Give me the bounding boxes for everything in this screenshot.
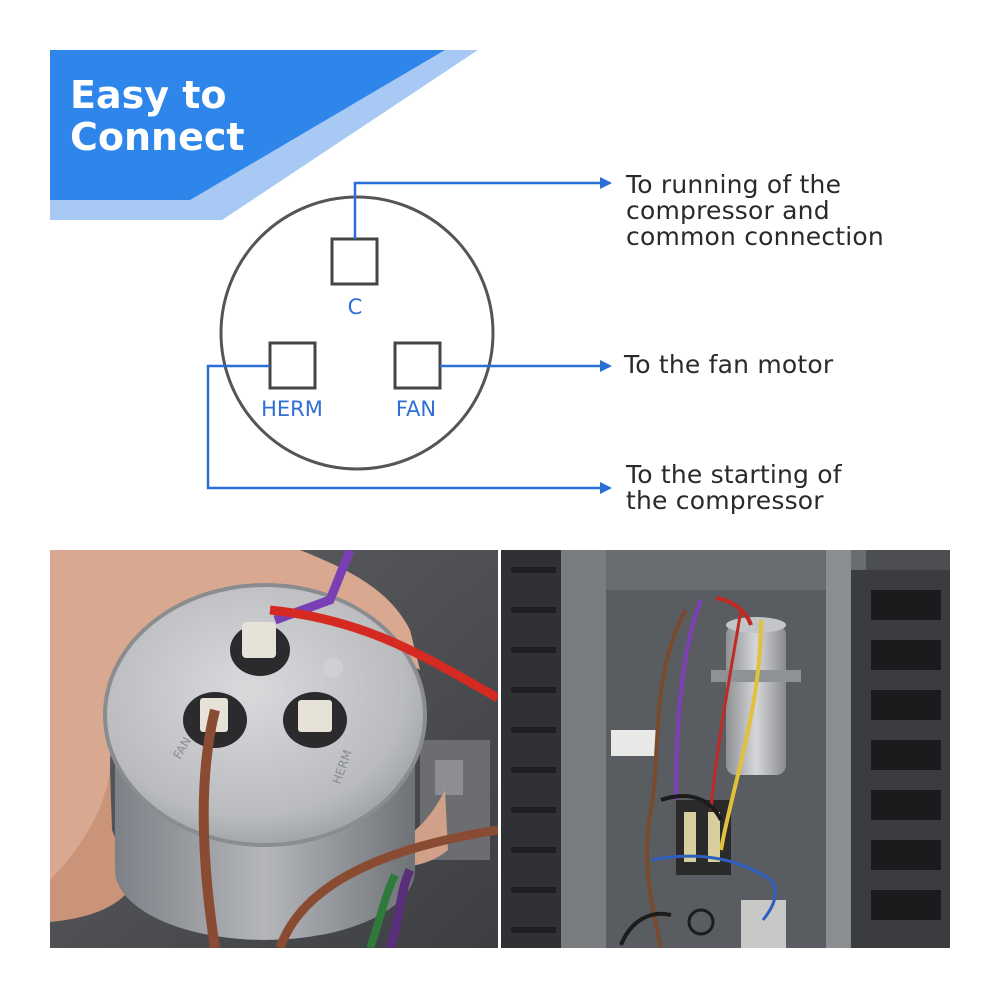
banner-background [50,50,478,220]
annotation-herm-line-1: To the starting of [626,460,842,489]
photo-installed-capacitor [501,550,950,948]
annotation-c-line-2: compressor and [626,196,830,225]
capacitor-top-outline [219,195,495,471]
annotation-fan: To the fan motor [624,350,834,379]
photo-capacitor-in-hand: FAN HERM [50,550,498,948]
annotation-herm: To the starting of the compressor [626,462,842,514]
terminal-herm [268,341,317,390]
annotation-c-line-1: To running of the [626,170,842,199]
banner-blue-band [50,50,445,200]
terminal-diagram: C HERM FAN [206,177,612,494]
banner-title: Easy to Connect [70,74,245,158]
annotation-c: To running of the compressor and common … [626,172,884,250]
terminal-fan [393,341,442,390]
terminal-fan-label: FAN [396,397,436,421]
connector-c-line [353,177,612,239]
annotation-herm-line-2: the compressor [626,486,824,515]
terminal-c [330,237,379,286]
annotation-c-line-3: common connection [626,222,884,251]
terminal-herm-label: HERM [261,397,323,421]
connector-herm-line [206,364,612,494]
terminal-c-label: C [348,295,363,319]
banner-title-line-2: Connect [70,115,245,159]
banner-title-line-1: Easy to [70,73,227,117]
